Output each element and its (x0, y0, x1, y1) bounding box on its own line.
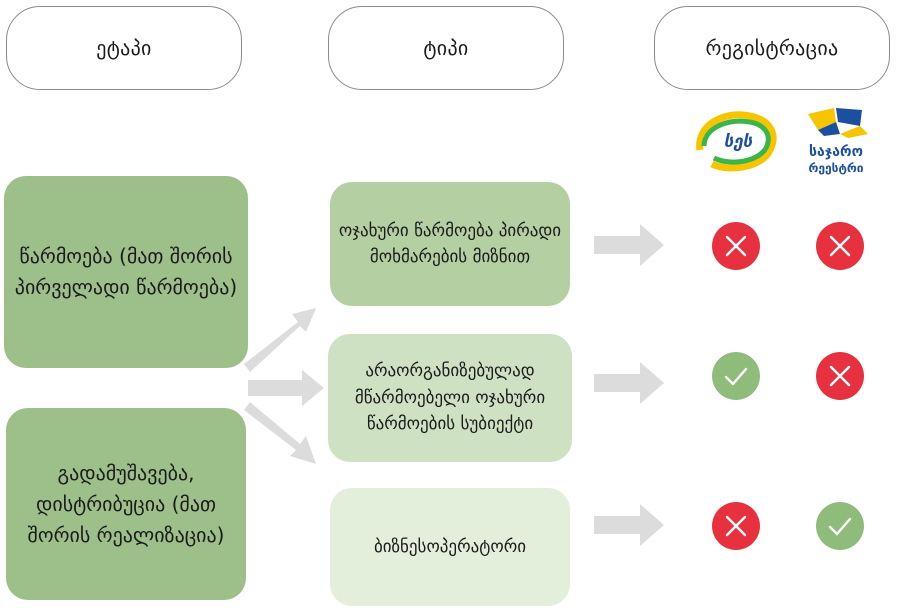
no-icon (712, 502, 760, 550)
stage-production: წარმოება (მათ შორის პირველადი წარმოება) (4, 176, 248, 368)
type-business-operator-label: ბიზნესოპერატორი (373, 536, 527, 557)
fan-arrows (244, 308, 324, 464)
ses-logo-text: სეს (724, 132, 753, 152)
no-icon (816, 222, 864, 270)
header-stage: ეტაპი (6, 6, 242, 90)
stage-production-label: წარმოება (მათ შორის პირველადი წარმოება) (14, 244, 238, 299)
arrow-row-2 (594, 362, 664, 404)
fan-arrow-down (244, 402, 316, 464)
fan-arrow-up (244, 308, 316, 372)
type-household-personal: ოჯახური წარმოება პირადი მოხმარების მიზნი… (330, 182, 570, 306)
arrow-row-3 (594, 504, 664, 546)
ses-logo: სეს (696, 111, 777, 172)
yes-icon (816, 502, 864, 550)
arrow-row-1 (594, 224, 664, 266)
no-icon (816, 352, 864, 400)
no-icon (712, 222, 760, 270)
type-unorganized-producer-label: არაორგანიზებულად მწარმოებელი ოჯახური წარ… (354, 361, 546, 435)
type-business-operator: ბიზნესოპერატორი (330, 488, 570, 606)
registry-logo-line1: საჯარო (809, 144, 863, 160)
header-type: ტიპი (328, 6, 564, 90)
type-unorganized-producer: არაორგანიზებულად მწარმოებელი ოჯახური წარ… (328, 334, 572, 462)
header-registration: რეგისტრაცია (654, 6, 890, 90)
type-household-personal-label: ოჯახური წარმოება პირადი მოხმარების მიზნი… (338, 220, 562, 267)
header-stage-label: ეტაპი (96, 36, 152, 60)
stage-processing-label: გადამუშავება, დისტრიბუცია (მათ შორის რეა… (27, 460, 225, 547)
header-registration-label: რეგისტრაცია (705, 36, 839, 60)
fan-arrow-right (248, 370, 324, 406)
registry-logo: საჯარო რეესტრი (808, 108, 868, 175)
header-type-label: ტიპი (423, 36, 469, 60)
yes-icon (712, 352, 760, 400)
stage-processing: გადამუშავება, დისტრიბუცია (მათ შორის რეა… (6, 408, 246, 600)
registry-logo-line2: რეესტრი (808, 161, 863, 175)
